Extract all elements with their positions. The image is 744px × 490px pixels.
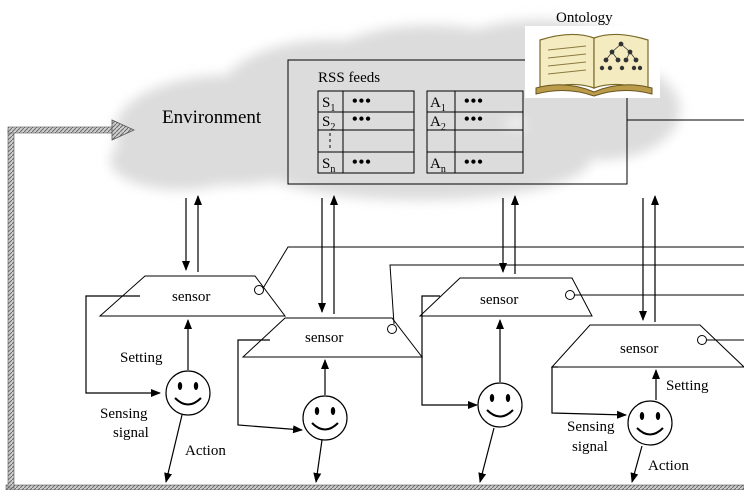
bus-arrowhead xyxy=(111,119,135,141)
svg-text:Sn: Sn xyxy=(322,156,335,175)
agent-3-smiley-icon xyxy=(477,382,523,428)
svg-text:A2: A2 xyxy=(430,114,446,133)
environment-sensor-arrows xyxy=(182,195,659,322)
agent-4-sensing-label: Sensing xyxy=(567,419,615,435)
svg-text:S2: S2 xyxy=(322,114,335,133)
svg-text:A1: A1 xyxy=(430,95,446,114)
svg-text:sensor: sensor xyxy=(480,292,518,308)
svg-text:•••: ••• xyxy=(464,111,484,128)
sensor-3: sensor xyxy=(418,277,593,317)
rss-feeds-box xyxy=(287,59,628,185)
sensor-table xyxy=(317,90,415,174)
svg-text:sensor: sensor xyxy=(172,289,210,305)
link-endpoints xyxy=(254,285,707,345)
top-bus xyxy=(7,126,119,134)
svg-text:•••: ••• xyxy=(352,111,372,128)
sensor-1: sensor xyxy=(98,275,286,317)
environment-label: Environment xyxy=(162,107,262,128)
table-row-1: S1 ••• A1 ••• xyxy=(322,93,484,114)
sensor-2: sensor xyxy=(241,317,424,358)
agent-4-smiley-icon xyxy=(627,400,673,446)
agent-1-signal-label: signal xyxy=(113,425,149,441)
svg-text:An: An xyxy=(430,156,446,175)
svg-text:•••: ••• xyxy=(464,154,484,171)
action-table xyxy=(426,90,524,174)
agent-1-smiley-icon xyxy=(165,370,211,416)
agent-1-sensing-label: Sensing xyxy=(100,406,148,422)
agent-1-action-label: Action xyxy=(185,443,226,459)
svg-text:S1: S1 xyxy=(322,95,335,114)
svg-text:sensor: sensor xyxy=(620,341,658,357)
inter-sensor-links xyxy=(261,119,744,341)
svg-text:sensor: sensor xyxy=(305,330,343,346)
agent-4-signal-label: signal xyxy=(572,439,608,455)
ontology-label: Ontology xyxy=(556,10,613,26)
ontology-book-icon xyxy=(535,33,653,97)
agent-4-action-label: Action xyxy=(648,458,689,474)
table-row-2: S2 ••• A2 ••• xyxy=(322,111,484,133)
agent-2-smiley-icon xyxy=(302,395,348,441)
bottom-bus xyxy=(5,484,744,490)
left-bus xyxy=(7,129,15,489)
agent-4-setting-label: Setting xyxy=(666,378,709,394)
svg-text:•••: ••• xyxy=(352,154,372,171)
table-row-n: Sn ••• An ••• xyxy=(322,154,484,175)
agent-1-setting-label: Setting xyxy=(120,350,163,366)
svg-text:•••: ••• xyxy=(464,93,484,110)
rss-feeds-label: RSS feeds xyxy=(318,70,380,86)
sensor-4: sensor xyxy=(550,324,744,368)
svg-text:•••: ••• xyxy=(352,93,372,110)
